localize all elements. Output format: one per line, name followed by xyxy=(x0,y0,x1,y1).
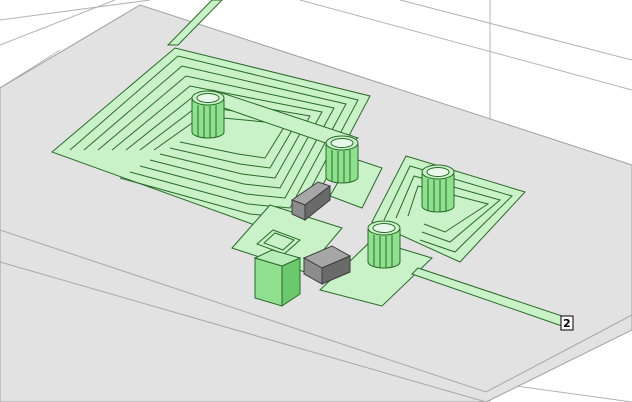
via-2 xyxy=(325,135,359,184)
feed-line-top xyxy=(166,0,223,46)
via-4 xyxy=(367,220,401,269)
right-pad xyxy=(319,157,433,307)
port-block xyxy=(253,249,302,307)
port-2-label: 2 xyxy=(563,317,571,330)
via-1 xyxy=(191,90,225,139)
chip-component-2 xyxy=(302,245,352,285)
port-2-marker[interactable]: 2 xyxy=(560,315,574,331)
chip-component-1 xyxy=(290,181,332,222)
via-3 xyxy=(421,164,455,213)
